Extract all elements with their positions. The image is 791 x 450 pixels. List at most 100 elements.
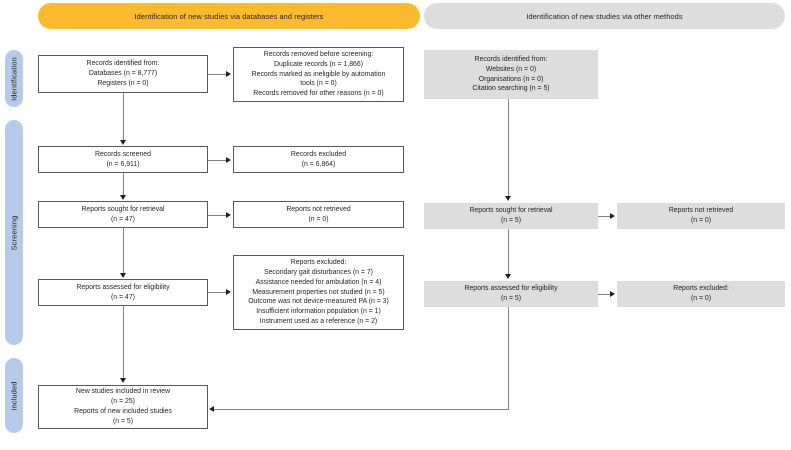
box-line: (n = 47) xyxy=(111,215,135,223)
box-reports-sought-retrieval-lines: Reports sought for retrieval (n = 47) xyxy=(42,205,204,225)
box-records-removed: Records removed before screening: Duplica… xyxy=(233,47,404,102)
arrow-identified-to-removed-icon xyxy=(226,71,231,77)
box-line: (n = 0) xyxy=(308,215,329,223)
box-line: Databases (n = 8,777) xyxy=(88,70,158,78)
connector-other-sought-to-assessed xyxy=(508,229,509,275)
box-other-reports-assessed-eligibility-lines: Reports assessed for eligibility (n = 5) xyxy=(427,284,595,304)
box-new-studies-included: New studies included in review (n = 25) Re… xyxy=(38,385,208,429)
arrow-assessed-to-included-icon xyxy=(120,378,126,383)
box-records-removed-lines: Records removed before screening: Duplica… xyxy=(237,50,400,99)
box-records-identified: Records identified from: Databases (n = 8… xyxy=(38,55,208,93)
arrow-sought-to-assessed-icon xyxy=(120,273,126,278)
banner-left-label: Identification of new studies via databa… xyxy=(134,11,324,21)
box-line: Reports assessed for eligibility xyxy=(76,283,170,291)
arrow-screened-to-excluded-icon xyxy=(226,157,231,163)
box-other-reports-sought-retrieval-lines: Reports sought for retrieval (n = 5) xyxy=(427,206,595,226)
arrow-other-to-included-icon xyxy=(209,406,214,412)
box-reports-assessed-eligibility-lines: Reports assessed for eligibility (n = 47) xyxy=(42,283,204,303)
connector-other-assessed-down xyxy=(508,307,509,409)
box-line: Records identified from: xyxy=(474,55,548,63)
arrow-assessed-to-excluded-icon xyxy=(226,289,231,295)
box-other-reports-assessed-eligibility: Reports assessed for eligibility (n = 5) xyxy=(424,281,598,307)
box-line: (n = 47) xyxy=(111,293,135,301)
box-reports-assessed-eligibility: Reports assessed for eligibility (n = 47) xyxy=(38,279,208,306)
box-records-screened-lines: Records screened(n = 6,911) xyxy=(42,150,204,170)
box-reports-excluded: Reports excluded: Secondary gait disturba… xyxy=(233,255,404,330)
connector-other-to-included xyxy=(213,409,509,410)
box-line: (n = 5) xyxy=(500,295,522,302)
box-line: Citation searching (n = 5) xyxy=(472,85,550,93)
box-line: Reports sought for retrieval xyxy=(81,205,165,213)
box-line: Reports not retrieved xyxy=(668,207,734,215)
box-line: (n = 6,864) xyxy=(301,160,336,168)
box-line: Duplicate records (n = 1,866) xyxy=(273,60,364,68)
box-reports-not-retrieved-lines: Reports not retrieved (n = 0) xyxy=(237,205,400,225)
connector-sought-to-assessed xyxy=(123,228,124,274)
connector-assessed-to-excluded xyxy=(208,292,228,293)
banner-databases-registers: Identification of new studies via databa… xyxy=(38,3,420,29)
box-line: Measurement properties not studied (n = … xyxy=(252,288,385,296)
box-line: Assistance needed for ambulation (n = 4) xyxy=(255,278,382,286)
box-line: Records identified from: xyxy=(86,60,160,68)
box-line: Reports not retrieved xyxy=(286,205,351,213)
box-other-reports-sought-retrieval: Reports sought for retrieval (n = 5) xyxy=(424,203,598,229)
box-new-studies-included-lines: New studies included in review (n = 25) Re… xyxy=(42,387,204,426)
box-line: Insufficient information population (n =… xyxy=(256,308,381,316)
box-line: (n = 5) xyxy=(112,417,134,425)
box-other-records-identified-lines: Records identified from: Websites (n = 0)… xyxy=(427,55,595,94)
box-line: Instrument used as a reference (n = 2) xyxy=(259,317,378,325)
box-reports-excluded-lines: Reports excluded: Secondary gait disturba… xyxy=(237,258,400,327)
stage-screening-text: Screening xyxy=(9,215,19,250)
box-line: Records excluded xyxy=(290,150,347,158)
connector-identified-to-removed xyxy=(208,74,228,75)
arrow-other-sought-to-not-retrieved-icon xyxy=(610,213,615,219)
banner-right-label: Identification of new studies via other … xyxy=(526,11,683,21)
arrow-identified-to-screened-icon xyxy=(120,140,126,145)
box-line: Records removed for other reasons (n = 0… xyxy=(253,90,384,98)
box-line: (n = 25) xyxy=(111,398,135,406)
box-other-reports-excluded: Reports excluded: (n = 0) xyxy=(617,281,785,307)
box-reports-not-retrieved: Reports not retrieved (n = 0) xyxy=(233,201,404,228)
arrow-screened-to-sought-icon xyxy=(120,195,126,200)
connector-other-identified-to-sought xyxy=(508,99,509,197)
box-line: New studies included in review xyxy=(75,388,171,396)
connector-assessed-to-included xyxy=(123,306,124,379)
connector-screened-to-excluded xyxy=(208,160,228,161)
box-line: Reports excluded: xyxy=(290,259,347,267)
stage-label-identification: Identification xyxy=(5,50,23,107)
box-other-reports-not-retrieved-lines: Reports not retrieved(n = 0) xyxy=(620,206,782,226)
box-line: Outcome was not device-measured PA (n = … xyxy=(248,298,389,306)
box-other-records-identified: Records identified from: Websites (n = 0)… xyxy=(424,50,598,99)
arrow-other-sought-to-assessed-icon xyxy=(505,274,511,279)
box-line: Reports assessed for eligibility xyxy=(464,285,558,293)
box-line: Reports of new included studies xyxy=(74,408,172,415)
arrow-other-identified-to-sought-icon xyxy=(505,196,511,201)
stage-label-included: Included xyxy=(5,358,23,433)
connector-other-sought-to-not-retrieved xyxy=(598,216,612,217)
box-records-excluded-lines: Records excluded (n = 6,864) xyxy=(237,150,400,170)
stage-label-screening: Screening xyxy=(5,120,23,345)
box-records-screened: Records screened(n = 6,911) xyxy=(38,146,208,173)
box-line: (n = 0) xyxy=(690,295,712,302)
box-line: Secondary gait disturbances (n = 7) xyxy=(264,269,373,276)
box-records-identified-lines: Records identified from: Databases (n = 8… xyxy=(42,59,204,88)
banner-other-methods: Identification of new studies via other … xyxy=(424,3,785,29)
box-line: Registers (n = 0) xyxy=(97,79,149,87)
box-other-reports-excluded-lines: Reports excluded: (n = 0) xyxy=(620,284,782,304)
box-line: Reports excluded: xyxy=(673,285,729,293)
box-line: (n = 5) xyxy=(500,217,522,224)
arrow-sought-to-not-retrieved-icon xyxy=(226,212,231,218)
box-line: Reports sought for retrieval xyxy=(469,207,553,215)
box-line: Records removed before screening: xyxy=(263,51,374,58)
box-reports-sought-retrieval: Reports sought for retrieval (n = 47) xyxy=(38,201,208,228)
connector-screened-to-sought xyxy=(123,173,124,196)
box-other-reports-not-retrieved: Reports not retrieved(n = 0) xyxy=(617,203,785,229)
box-records-excluded: Records excluded (n = 6,864) xyxy=(233,146,404,173)
connector-other-assessed-to-excluded xyxy=(598,294,612,295)
box-line: Records screened xyxy=(95,150,151,158)
box-line: Websites (n = 0) xyxy=(485,65,537,73)
stage-identification-text: Identification xyxy=(9,56,19,101)
box-line: tools (n = 0) xyxy=(300,80,337,88)
box-line: Organisations (n = 0) xyxy=(478,75,544,83)
